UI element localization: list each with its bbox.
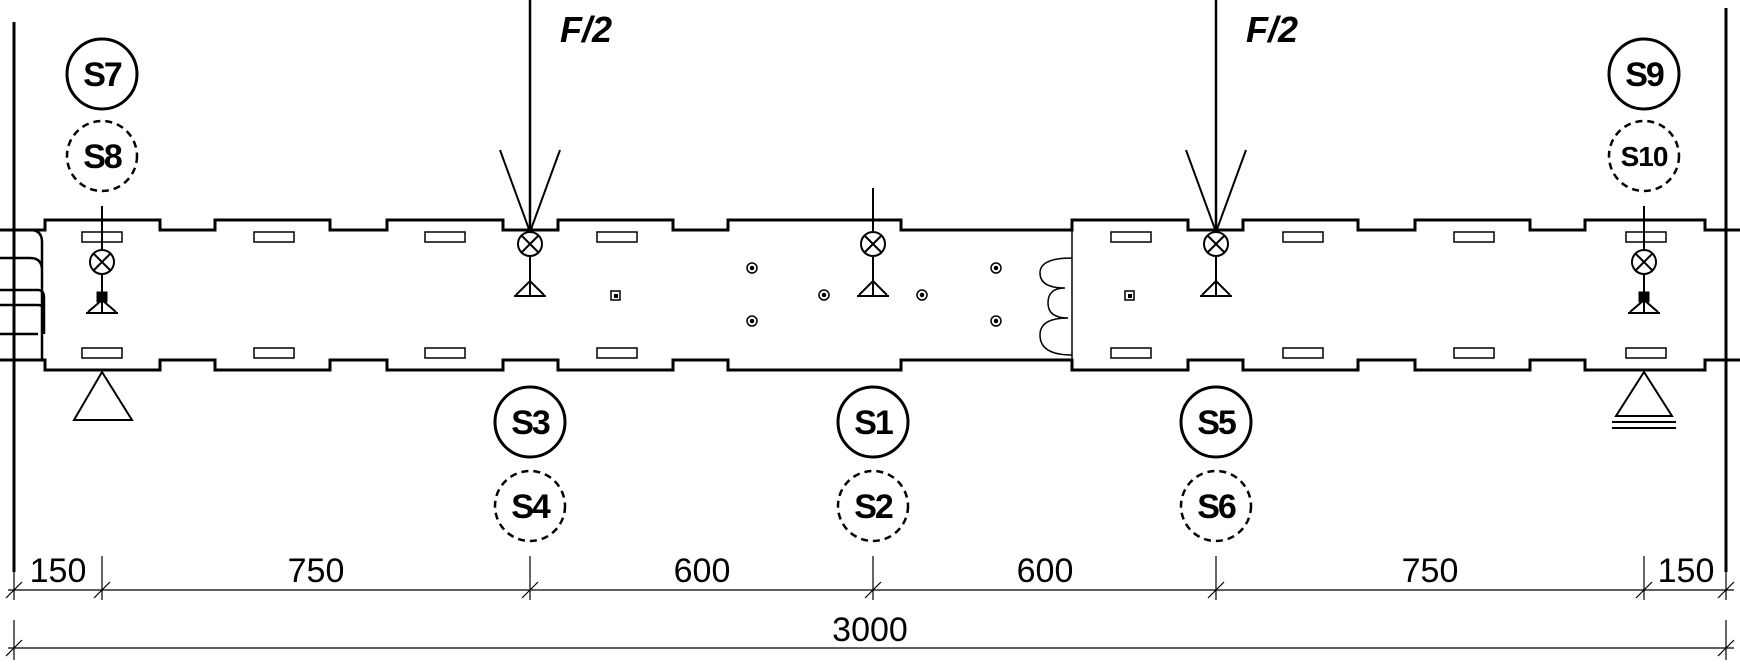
dimension-750-left: 750	[288, 552, 345, 590]
roller-support-right	[1612, 370, 1676, 429]
load-arrow-left	[499, 0, 561, 235]
beam-top-edge	[0, 218, 1740, 232]
dimension-lines	[5, 556, 1735, 660]
sensor-s1: S1	[836, 385, 910, 459]
sensor-s2-label: S2	[854, 488, 893, 526]
dimension-150-right: 150	[1658, 552, 1715, 590]
sensor-s4-label: S4	[511, 488, 551, 526]
dimension-750-right: 750	[1402, 552, 1459, 590]
target-markers	[610, 290, 1135, 301]
dimension-600-left: 600	[674, 552, 731, 590]
sensor-s9-label: S9	[1625, 56, 1664, 94]
sensor-s8-label: S8	[83, 138, 122, 176]
sensor-s6: S6	[1179, 469, 1253, 543]
sensor-s4: S4	[493, 469, 567, 543]
sensor-s7-label: S7	[83, 56, 122, 94]
transducer-midspan	[857, 188, 889, 297]
sensor-s6-label: S6	[1197, 488, 1236, 526]
sensor-s2: S2	[836, 469, 910, 543]
transducer-left-support	[86, 206, 118, 314]
dimension-150-left: 150	[30, 552, 87, 590]
sensor-s10: S10	[1607, 119, 1681, 193]
marker-dot	[614, 294, 618, 298]
sensor-s9: S9	[1607, 37, 1681, 111]
marker-dot	[1128, 294, 1132, 298]
pin-support-left	[72, 370, 134, 421]
load-label-left: F/2	[560, 9, 612, 50]
load-label-right: F/2	[1246, 9, 1298, 50]
beam-bottom-edge	[0, 358, 1740, 372]
beam	[0, 218, 1740, 372]
transducer-left-load	[514, 231, 546, 297]
sensor-s3: S3	[493, 385, 567, 459]
sensor-s1-label: S1	[854, 404, 893, 442]
transducer-right-load	[1200, 231, 1232, 297]
beam-left-end	[0, 228, 46, 360]
transducer-right-support	[1628, 206, 1660, 314]
dimension-total: 3000	[832, 611, 908, 649]
sensor-s3-label: S3	[511, 404, 550, 442]
sensor-s7: S7	[65, 37, 139, 111]
beam-slots-bottom	[81, 347, 1667, 359]
beam-splice	[1039, 230, 1073, 360]
beam-slots-top	[81, 231, 1667, 243]
dimension-600-right: 600	[1017, 552, 1074, 590]
load-arrow-right	[1185, 0, 1247, 235]
sensor-s8: S8	[65, 119, 139, 193]
sensor-s5: S5	[1179, 385, 1253, 459]
sensor-s10-label: S10	[1621, 141, 1668, 172]
bolt-points	[746, 262, 1002, 327]
sensor-s5-label: S5	[1197, 404, 1236, 442]
